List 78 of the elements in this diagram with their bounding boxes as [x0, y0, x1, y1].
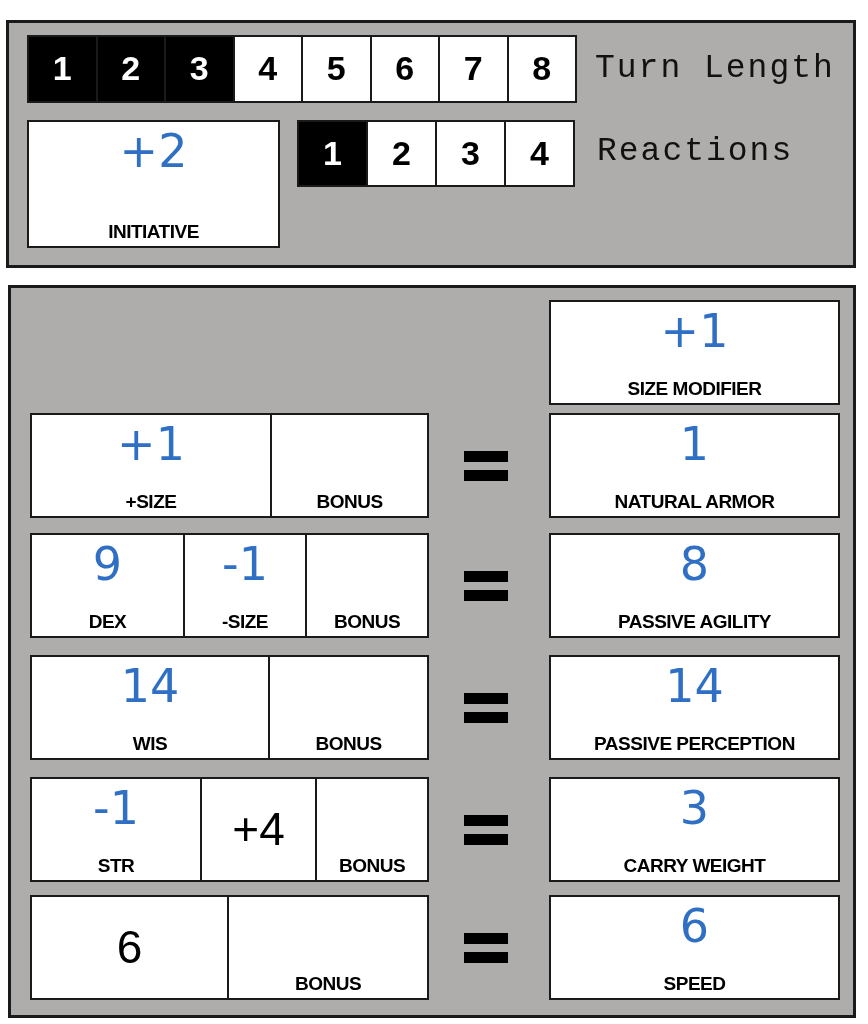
- stat-box: [30, 777, 202, 882]
- handwritten-value: 8: [679, 537, 710, 591]
- field-label: PASSIVE AGILITY: [618, 611, 771, 633]
- number: 1: [323, 133, 342, 173]
- handwritten-value: 9: [92, 537, 123, 591]
- stat-box: [183, 533, 307, 638]
- stat-box: [549, 655, 840, 760]
- number: 3: [189, 49, 209, 88]
- field-label: WIS: [132, 733, 168, 755]
- number: 7: [463, 49, 483, 88]
- stat-box: [549, 533, 840, 638]
- number-box: [164, 35, 235, 103]
- panel-background: [8, 285, 856, 1018]
- handwritten-value: +1: [660, 304, 729, 358]
- row-label: Turn Length: [595, 50, 835, 87]
- row-label: Reactions: [597, 133, 794, 170]
- number: 2: [121, 49, 141, 88]
- value-text: 6: [116, 920, 143, 974]
- number-box: [27, 35, 98, 103]
- handwritten-value: 1: [679, 417, 710, 471]
- stat-box: [270, 413, 429, 518]
- stat-box: [227, 895, 429, 1000]
- value-text: +4: [232, 802, 285, 856]
- number-box: [297, 120, 368, 187]
- stat-box: [549, 895, 840, 1000]
- handwritten-value: 14: [665, 659, 724, 713]
- number: 4: [258, 49, 278, 88]
- stat-box: [549, 300, 840, 405]
- stat-box: [27, 120, 280, 248]
- stat-box: [30, 533, 185, 638]
- number-box: [366, 120, 437, 187]
- handwritten-value: +2: [119, 124, 188, 178]
- handwritten-value: -1: [222, 537, 268, 591]
- number: 8: [532, 49, 552, 88]
- field-label: NATURAL ARMOR: [614, 491, 775, 513]
- handwritten-value: 3: [679, 781, 710, 835]
- number-box: [435, 120, 506, 187]
- number: 6: [395, 49, 415, 88]
- field-label: BONUS: [315, 733, 382, 755]
- stat-box: [200, 777, 317, 882]
- handwritten-value: -1: [93, 781, 139, 835]
- handwritten-value: +1: [117, 417, 185, 471]
- stat-box: [30, 413, 272, 518]
- field-label: PASSIVE PERCEPTION: [594, 733, 795, 755]
- number: 5: [326, 49, 346, 88]
- field-label: STR: [97, 855, 135, 877]
- stat-box: [315, 777, 429, 882]
- number: 4: [530, 133, 549, 173]
- stat-box: [268, 655, 429, 760]
- number-box: [504, 120, 575, 187]
- number-box: [438, 35, 509, 103]
- field-label: DEX: [88, 611, 127, 633]
- panel-background: [6, 20, 856, 268]
- number-box: [232, 35, 303, 103]
- stat-box: [549, 413, 840, 518]
- number-box: [95, 35, 166, 103]
- number: 3: [461, 133, 480, 173]
- number: 1: [52, 49, 72, 88]
- handwritten-value: 6: [679, 899, 710, 953]
- field-label: BONUS: [333, 611, 401, 633]
- field-label: -SIZE: [221, 611, 269, 633]
- field-label: SIZE MODIFIER: [627, 378, 762, 400]
- stat-box: [549, 777, 840, 882]
- number: 2: [392, 133, 411, 173]
- field-label: BONUS: [316, 491, 383, 513]
- field-label: INITIATIVE: [108, 221, 199, 243]
- field-label: +SIZE: [125, 491, 177, 513]
- number-box: [369, 35, 440, 103]
- handwritten-value: 14: [120, 659, 180, 713]
- stat-box: [30, 895, 229, 1000]
- field-label: BONUS: [338, 855, 406, 877]
- number-box: [301, 35, 372, 103]
- field-label: CARRY WEIGHT: [623, 855, 766, 877]
- stat-box: [305, 533, 429, 638]
- number-box: [506, 35, 577, 103]
- field-label: BONUS: [294, 973, 362, 995]
- field-label: SPEED: [663, 973, 726, 995]
- stat-box: [30, 655, 270, 760]
